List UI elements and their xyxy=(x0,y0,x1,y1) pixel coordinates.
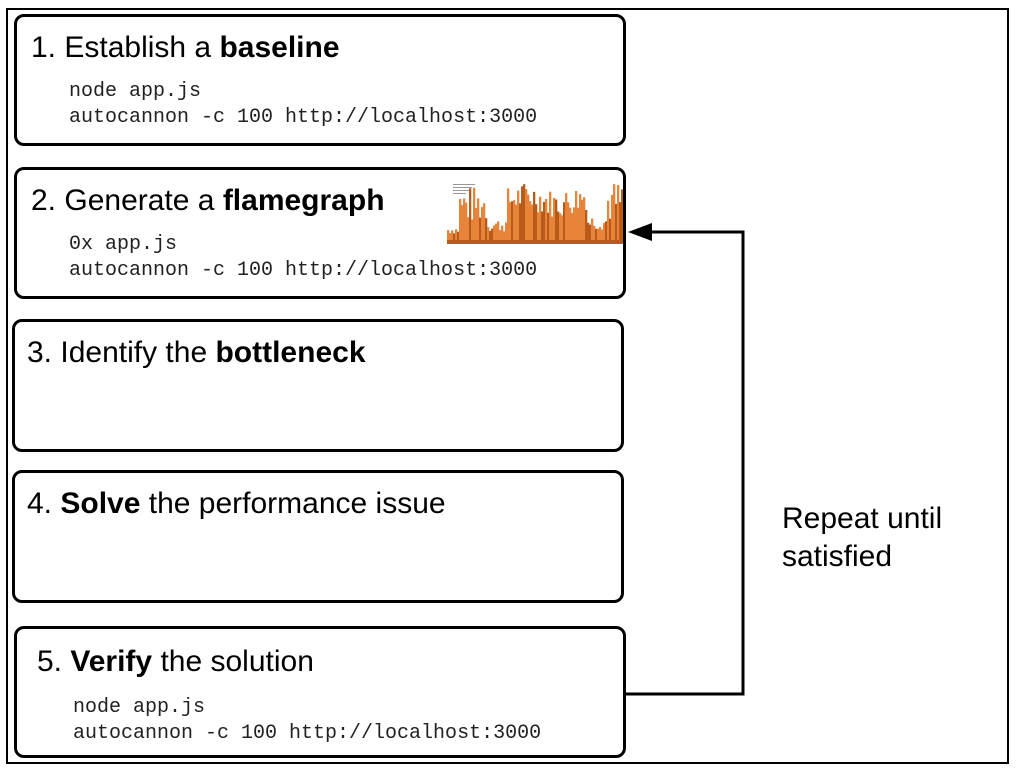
step-1-commands: node app.js autocannon -c 100 http://loc… xyxy=(69,79,537,131)
step-5-title: 5. Verify the solution xyxy=(37,645,314,678)
step-1-box: 1. Establish a baseline node app.js auto… xyxy=(14,14,626,146)
command-line: 0x app.js xyxy=(69,233,178,256)
step-4-title: 4. Solve the performance issue xyxy=(27,487,446,520)
step-3-title: 3. Identify the bottleneck xyxy=(27,336,366,369)
command-line: node app.js xyxy=(73,696,206,719)
step-2-title: 2. Generate a flamegraph xyxy=(31,184,385,217)
step-3-box: 3. Identify the bottleneck xyxy=(12,319,624,452)
flamegraph-thumbnail-icon xyxy=(447,184,623,244)
command-line: autocannon -c 100 http://localhost:3000 xyxy=(69,106,538,129)
step-4-box: 4. Solve the performance issue xyxy=(12,470,624,603)
step-1-title: 1. Establish a baseline xyxy=(31,31,340,64)
step-2-commands: 0x app.js autocannon -c 100 http://local… xyxy=(69,232,537,284)
command-line: node app.js xyxy=(69,80,202,103)
command-line: autocannon -c 100 http://localhost:3000 xyxy=(69,259,538,282)
step-2-box: 2. Generate a flamegraph 0x app.js autoc… xyxy=(14,167,626,299)
command-line: autocannon -c 100 http://localhost:3000 xyxy=(73,722,542,745)
repeat-label: Repeat until satisfied xyxy=(782,502,943,573)
diagram-frame xyxy=(6,8,1009,764)
step-5-commands: node app.js autocannon -c 100 http://loc… xyxy=(73,695,541,747)
step-5-box: 5. Verify the solution node app.js autoc… xyxy=(14,626,626,758)
